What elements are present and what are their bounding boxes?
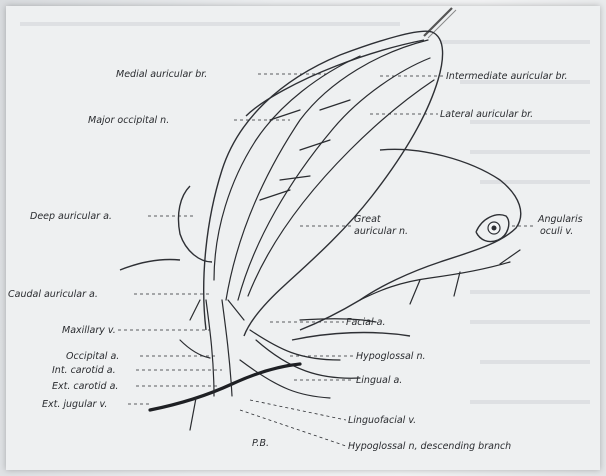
- label-angularis-2: oculi v.: [540, 226, 573, 237]
- textbook-page: Medial auricular br. Intermediate auricu…: [6, 6, 600, 470]
- label-int-carotid: Int. carotid a.: [52, 365, 116, 376]
- label-occipital: Occipital a.: [66, 351, 119, 362]
- label-hypoglossal-descending: Hypoglossal n, descending branch: [348, 441, 511, 452]
- leader-lines: [118, 74, 534, 446]
- label-great-auricular-2: auricular n.: [354, 226, 408, 237]
- label-major-occipital: Major occipital n.: [88, 115, 169, 126]
- label-deep-auricular: Deep auricular a.: [30, 211, 112, 222]
- neck-vessels: [150, 300, 300, 430]
- label-lateral-auricular: Lateral auricular br.: [440, 109, 533, 120]
- label-caudal-auricular: Caudal auricular a.: [8, 289, 98, 300]
- label-intermediate-auricular: Intermediate auricular br.: [446, 71, 568, 82]
- label-angularis: Angularis: [537, 214, 583, 225]
- label-ext-carotid: Ext. carotid a.: [52, 381, 118, 392]
- label-ext-jugular: Ext. jugular v.: [42, 399, 107, 410]
- ear-base-fold: [178, 186, 212, 262]
- jaw-outline: [292, 333, 410, 340]
- cheek-outline: [120, 259, 180, 270]
- label-maxillary: Maxillary v.: [62, 325, 116, 336]
- label-lingual: Lingual a.: [356, 375, 402, 386]
- probe-instrument: [424, 8, 456, 38]
- label-hypoglossal: Hypoglossal n.: [356, 351, 426, 362]
- label-facial: Facial a.: [346, 317, 385, 328]
- label-linguofacial: Linguofacial v.: [348, 415, 416, 426]
- label-great-auricular: Great: [354, 214, 382, 225]
- artist-initials: P.B.: [252, 438, 269, 449]
- label-medial-auricular: Medial auricular br.: [116, 69, 207, 80]
- ear-vessels: [214, 40, 434, 300]
- ear-outline: [204, 31, 443, 336]
- anatomical-illustration: Medial auricular br. Intermediate auricu…: [6, 6, 600, 470]
